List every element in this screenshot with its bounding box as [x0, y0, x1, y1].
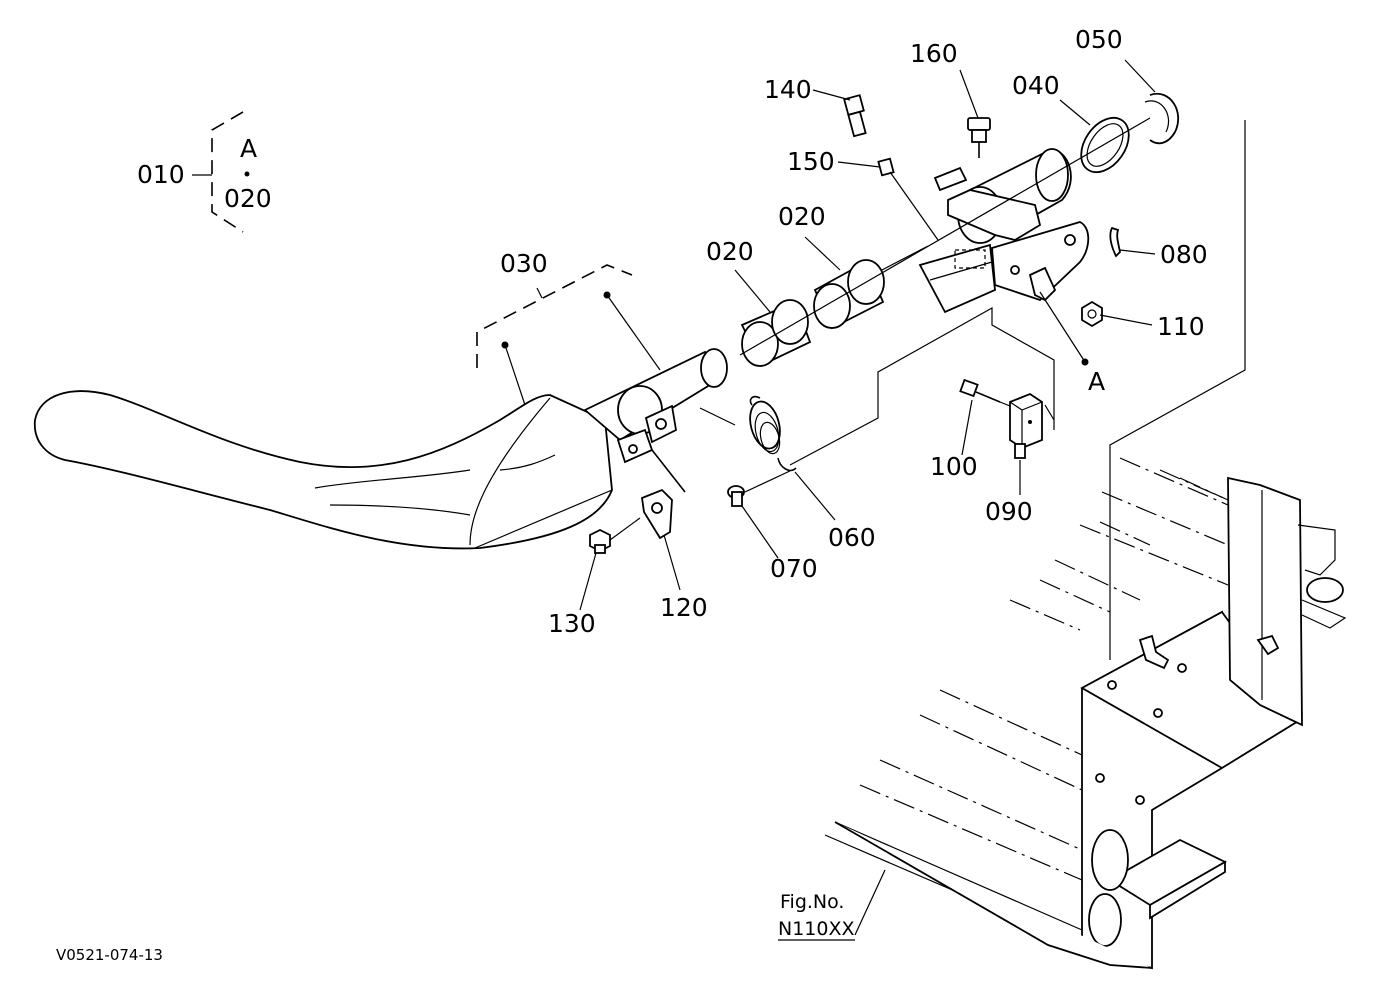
callout-040: 040	[1012, 71, 1060, 100]
leader-lines	[192, 59, 1156, 936]
callout-050: 050	[1075, 25, 1123, 54]
callout-010: 010	[137, 160, 185, 189]
ref-mark-point-a: A	[1088, 367, 1105, 396]
callout-110: 110	[1157, 312, 1205, 341]
lever-handle	[33, 348, 728, 550]
callout-020-a: 020	[706, 237, 754, 266]
drawing-code: V0521-074-13	[56, 946, 163, 964]
figure-reference[interactable]: Fig.No. N110XX	[778, 891, 855, 941]
callout-020-bracket: 020	[224, 184, 272, 213]
frame-reference-line	[1109, 120, 1246, 660]
callout-070: 070	[770, 554, 818, 583]
callout-030: 030	[500, 249, 548, 278]
frame-tab	[1138, 634, 1170, 670]
callout-150: 150	[787, 147, 835, 176]
pivot-housing	[918, 148, 1090, 314]
bracket-010	[211, 111, 244, 233]
callout-140: 140	[764, 75, 812, 104]
frame-clip	[1256, 634, 1280, 656]
plate-120	[641, 488, 673, 540]
ref-mark-bracket-a: A	[240, 134, 257, 163]
spring-060	[749, 395, 797, 472]
nut-110	[1081, 300, 1103, 328]
axis-lines	[609, 117, 1151, 541]
callout-080: 080	[1160, 240, 1208, 269]
sleeve-150	[877, 157, 895, 177]
lever-dot-1	[501, 341, 509, 349]
bolt-100	[959, 378, 1001, 403]
bracket-030	[476, 264, 633, 368]
bracket-dot	[244, 171, 250, 177]
callout-120: 120	[660, 593, 708, 622]
housing-lower-tab	[918, 243, 996, 314]
figure-ref-line2: N110XX	[778, 918, 855, 940]
callout-labels: 010 A 020 030 020 020 140 150 160 040 05…	[137, 25, 1208, 638]
frame-upright	[1227, 476, 1303, 727]
upright-bracket	[1297, 524, 1336, 576]
lever-dot-2	[603, 291, 611, 299]
lever-tube-end	[700, 348, 728, 388]
pin-140	[843, 94, 867, 138]
lever-grip	[33, 390, 613, 550]
ring-040	[1080, 116, 1130, 174]
callout-100: 100	[930, 452, 978, 481]
cotter-pin-080	[1109, 226, 1121, 258]
callout-090: 090	[985, 497, 1033, 526]
ref-point-a-dot	[1081, 358, 1089, 366]
figure-ref-line1: Fig.No.	[780, 891, 844, 913]
callout-020-b: 020	[778, 202, 826, 231]
housing-pin	[933, 166, 968, 192]
switch-090	[1009, 392, 1043, 459]
callout-060: 060	[828, 523, 876, 552]
snap-ring-050	[1149, 92, 1180, 145]
bolt-130	[589, 528, 611, 554]
pin-070	[727, 485, 745, 507]
callout-130: 130	[548, 609, 596, 638]
callout-160: 160	[910, 39, 958, 68]
bolt-160	[967, 117, 991, 158]
housing-bracket	[947, 189, 1042, 241]
frame-assembly	[824, 120, 1347, 970]
